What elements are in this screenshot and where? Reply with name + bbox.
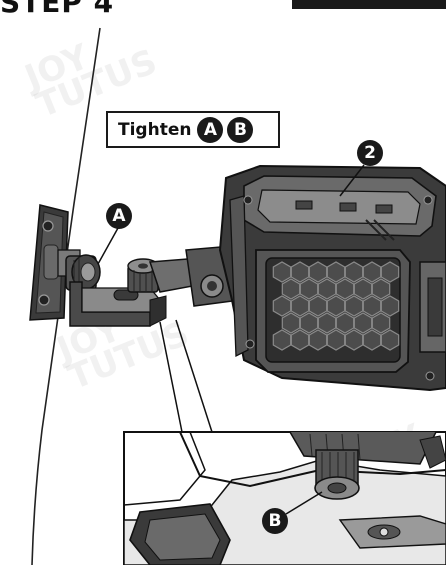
instruction-verb: Tighten bbox=[118, 119, 192, 140]
detail-part-b-knob bbox=[314, 449, 360, 500]
led-cell bbox=[362, 295, 382, 317]
callout-part-b: B bbox=[262, 508, 288, 534]
led-cell bbox=[335, 278, 355, 300]
callout-part-a: A bbox=[106, 203, 132, 229]
led-cell bbox=[362, 329, 382, 351]
led-cell bbox=[371, 312, 391, 334]
led-cell bbox=[344, 261, 364, 283]
led-cell bbox=[272, 261, 292, 283]
led-grid bbox=[272, 261, 400, 351]
led-cell bbox=[353, 312, 373, 334]
leader-line bbox=[175, 319, 213, 433]
led-cell bbox=[308, 261, 328, 283]
mount-stem bbox=[57, 249, 101, 291]
led-cell bbox=[290, 261, 310, 283]
led-cell bbox=[362, 261, 382, 283]
led-cell bbox=[281, 312, 301, 334]
wall-surface-line bbox=[31, 27, 101, 565]
led-cell bbox=[272, 329, 292, 351]
header-bar bbox=[292, 0, 446, 9]
led-cell bbox=[308, 295, 328, 317]
led-cell bbox=[308, 329, 328, 351]
led-cell bbox=[326, 329, 346, 351]
step-title: STEP 4 bbox=[0, 0, 115, 19]
led-cell bbox=[299, 312, 319, 334]
callout-item-2: 2 bbox=[357, 140, 383, 166]
led-cell bbox=[380, 329, 400, 351]
part-a-knob bbox=[71, 254, 101, 290]
instruction-box: Tighten A B bbox=[106, 111, 280, 148]
led-cell bbox=[281, 278, 301, 300]
wall-base-plate bbox=[29, 204, 69, 321]
leader-line bbox=[159, 321, 183, 433]
led-cell bbox=[380, 295, 400, 317]
led-cell bbox=[353, 278, 373, 300]
led-cell bbox=[290, 295, 310, 317]
led-cell bbox=[326, 295, 346, 317]
l-bracket bbox=[69, 281, 167, 327]
detail-inset bbox=[123, 431, 446, 565]
badge-part-b: B bbox=[227, 116, 254, 143]
led-cell bbox=[344, 295, 364, 317]
led-cell bbox=[299, 278, 319, 300]
led-cell bbox=[380, 261, 400, 283]
led-cell bbox=[317, 278, 337, 300]
led-cell bbox=[335, 312, 355, 334]
led-cell bbox=[344, 329, 364, 351]
led-cell bbox=[272, 295, 292, 317]
led-cell bbox=[290, 329, 310, 351]
led-cell bbox=[326, 261, 346, 283]
badge-part-a: A bbox=[197, 116, 224, 143]
led-cell bbox=[317, 312, 337, 334]
led-cell bbox=[371, 278, 391, 300]
